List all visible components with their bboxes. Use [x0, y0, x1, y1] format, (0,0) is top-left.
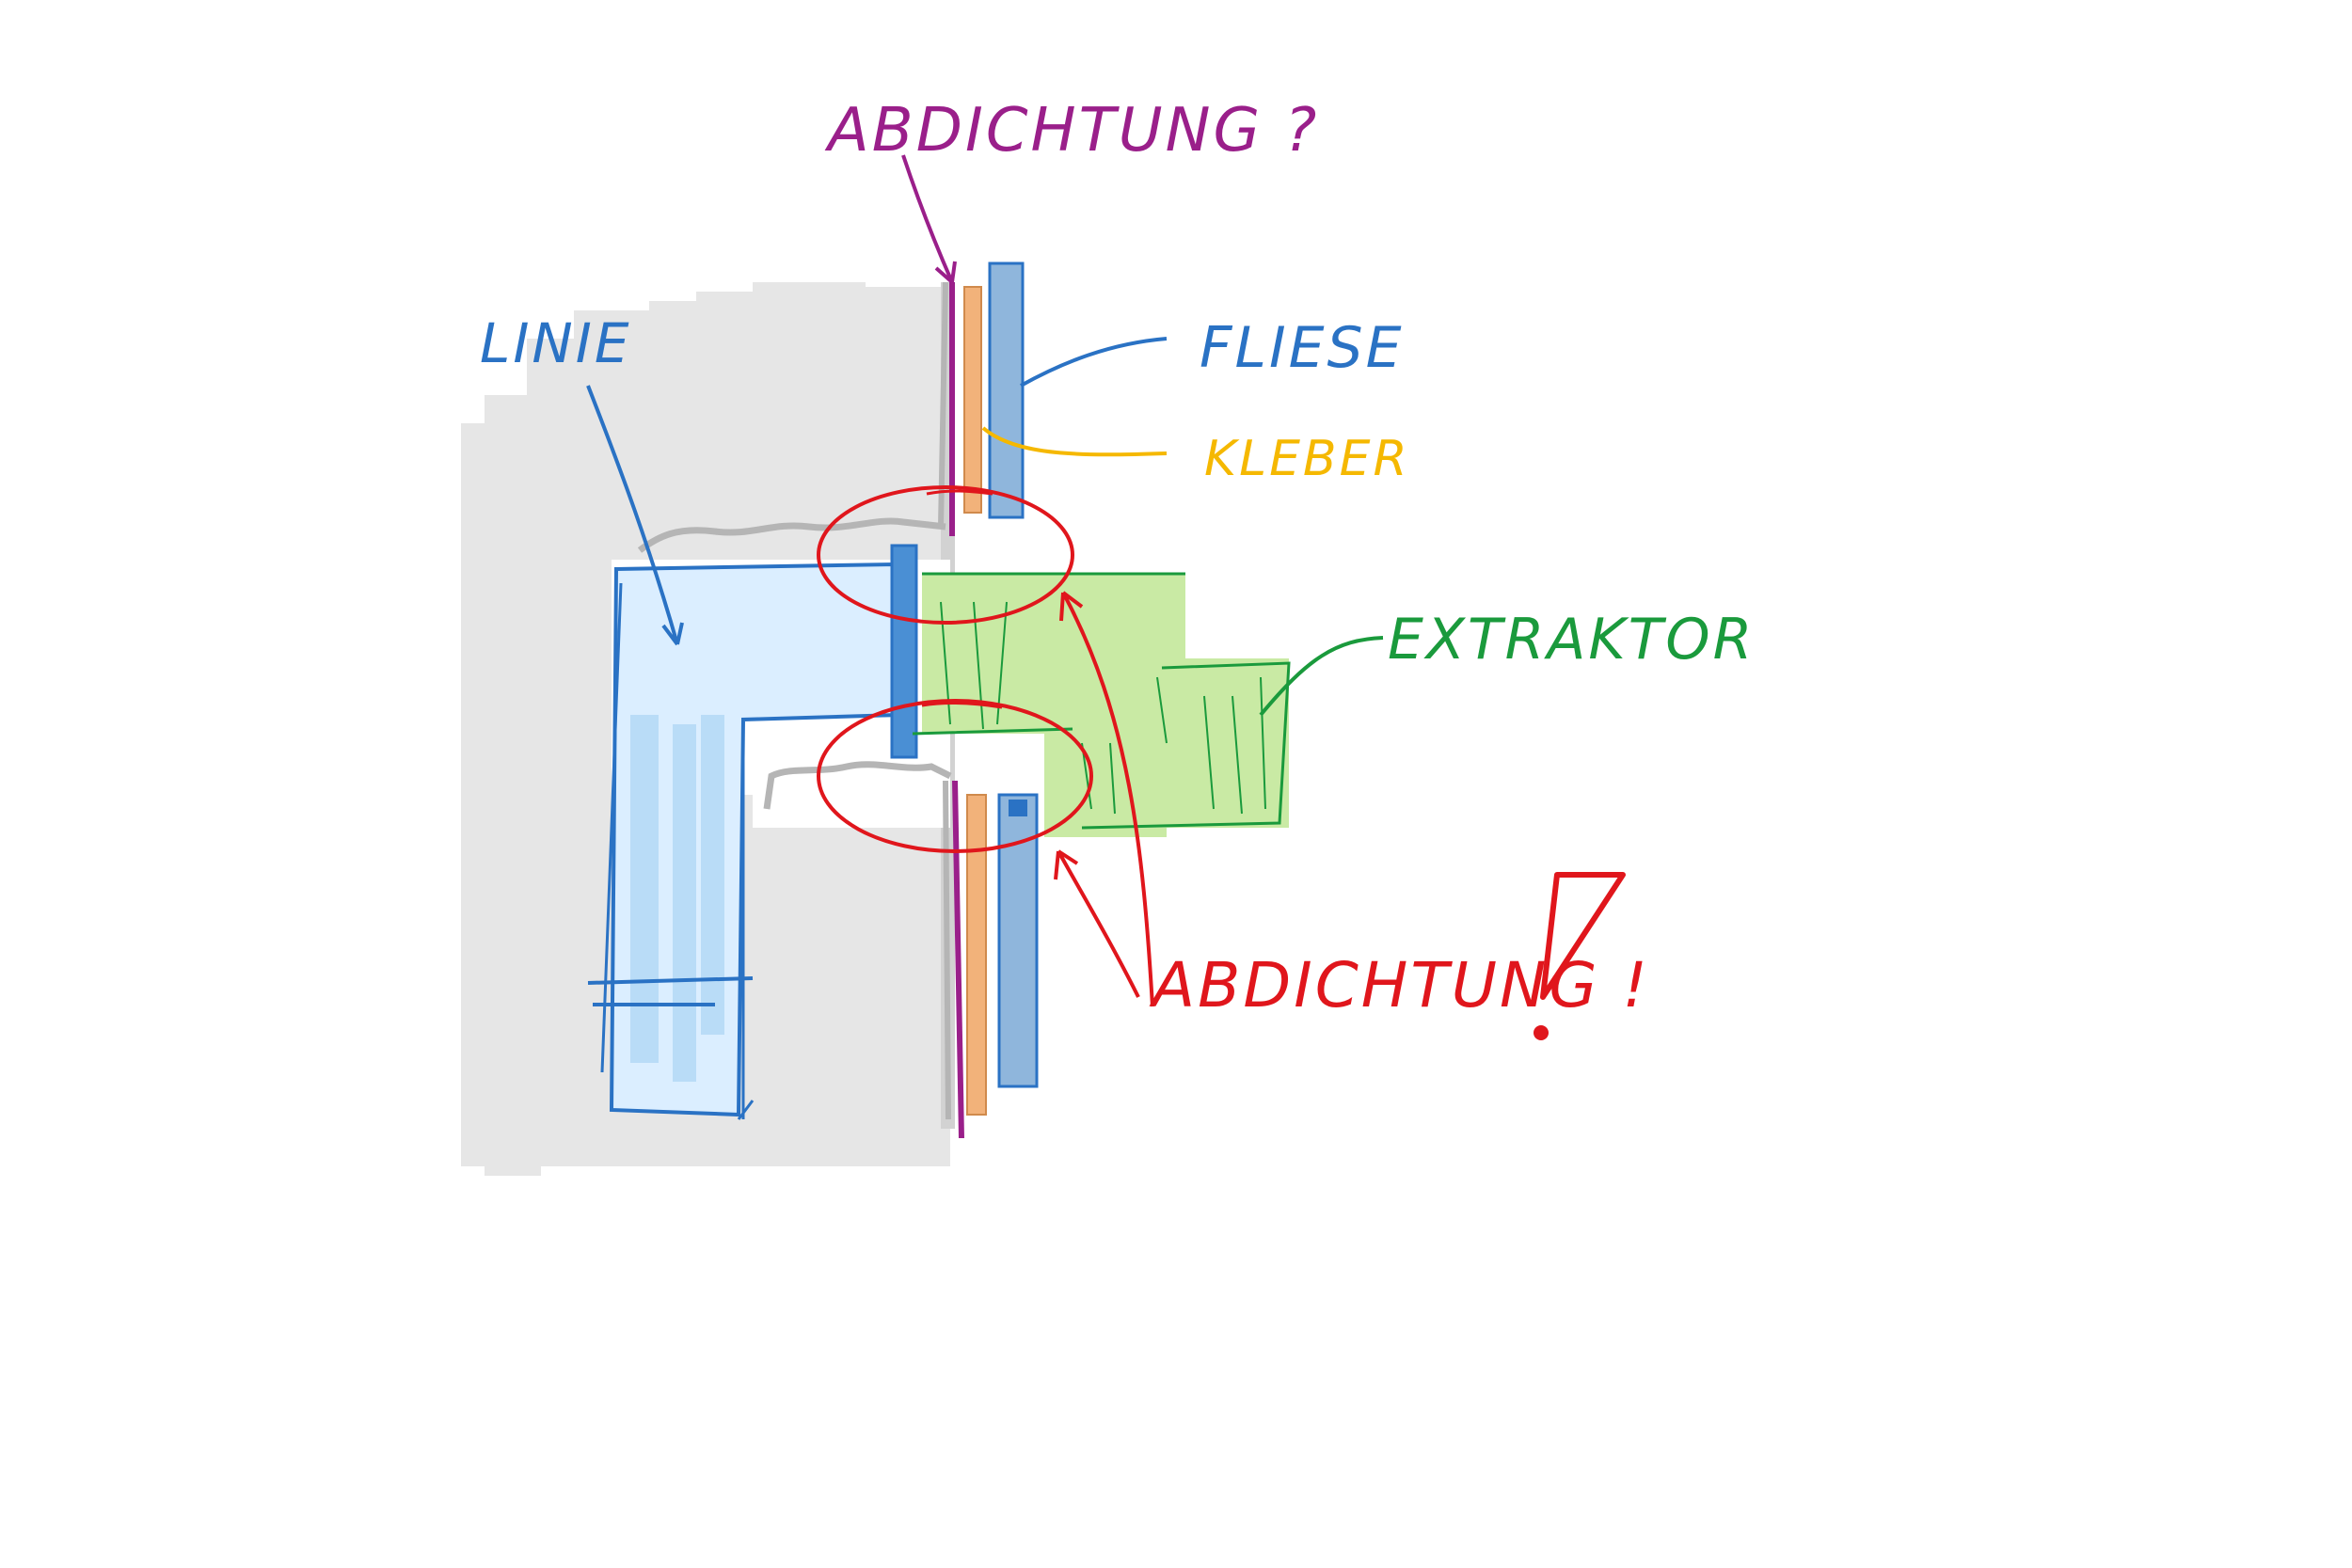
arrow-warning-upper: [1059, 591, 1154, 1007]
tile-lower-mark: [1009, 800, 1027, 816]
pipe-collar: [587, 976, 754, 985]
leader-adhesive: [981, 426, 1168, 457]
wall-edge-upper: [637, 517, 946, 553]
label-tile: FLIESE: [1200, 315, 1405, 381]
seal-circle-upper: [817, 485, 1074, 625]
wall-edge-lower: [763, 761, 952, 810]
adhesive-lower: [966, 794, 987, 1116]
membrane-lower: [952, 780, 964, 1139]
leader-tile: [1020, 337, 1168, 388]
exclamation-dot: [1534, 1025, 1549, 1040]
label-adhesive: KLEBER: [1204, 431, 1410, 487]
pipe-shading: [630, 715, 724, 1082]
tile-lower: [997, 793, 1039, 1088]
pipe-spigot: [890, 544, 918, 759]
label-line: LINIE: [480, 311, 632, 375]
label-question: ABDICHTUNG ?: [824, 96, 1319, 166]
label-extractor: EXTRAKTOR: [1388, 607, 1755, 673]
red-hatch: [921, 489, 1003, 709]
arrow-line-label: [586, 385, 684, 646]
leader-extractor: [1259, 636, 1384, 717]
seal-circle-lower: [817, 699, 1093, 853]
adhesive-upper: [963, 286, 982, 514]
pipe-lines: [600, 582, 755, 1120]
label-warning: ABDICHTUNG !: [1149, 949, 1650, 1022]
exclamation-mark: [1540, 872, 1626, 1000]
arrow-question: [901, 154, 957, 284]
tile-upper: [988, 261, 1025, 519]
arrow-warning-lower: [1054, 849, 1140, 998]
extractor: [912, 572, 1291, 837]
